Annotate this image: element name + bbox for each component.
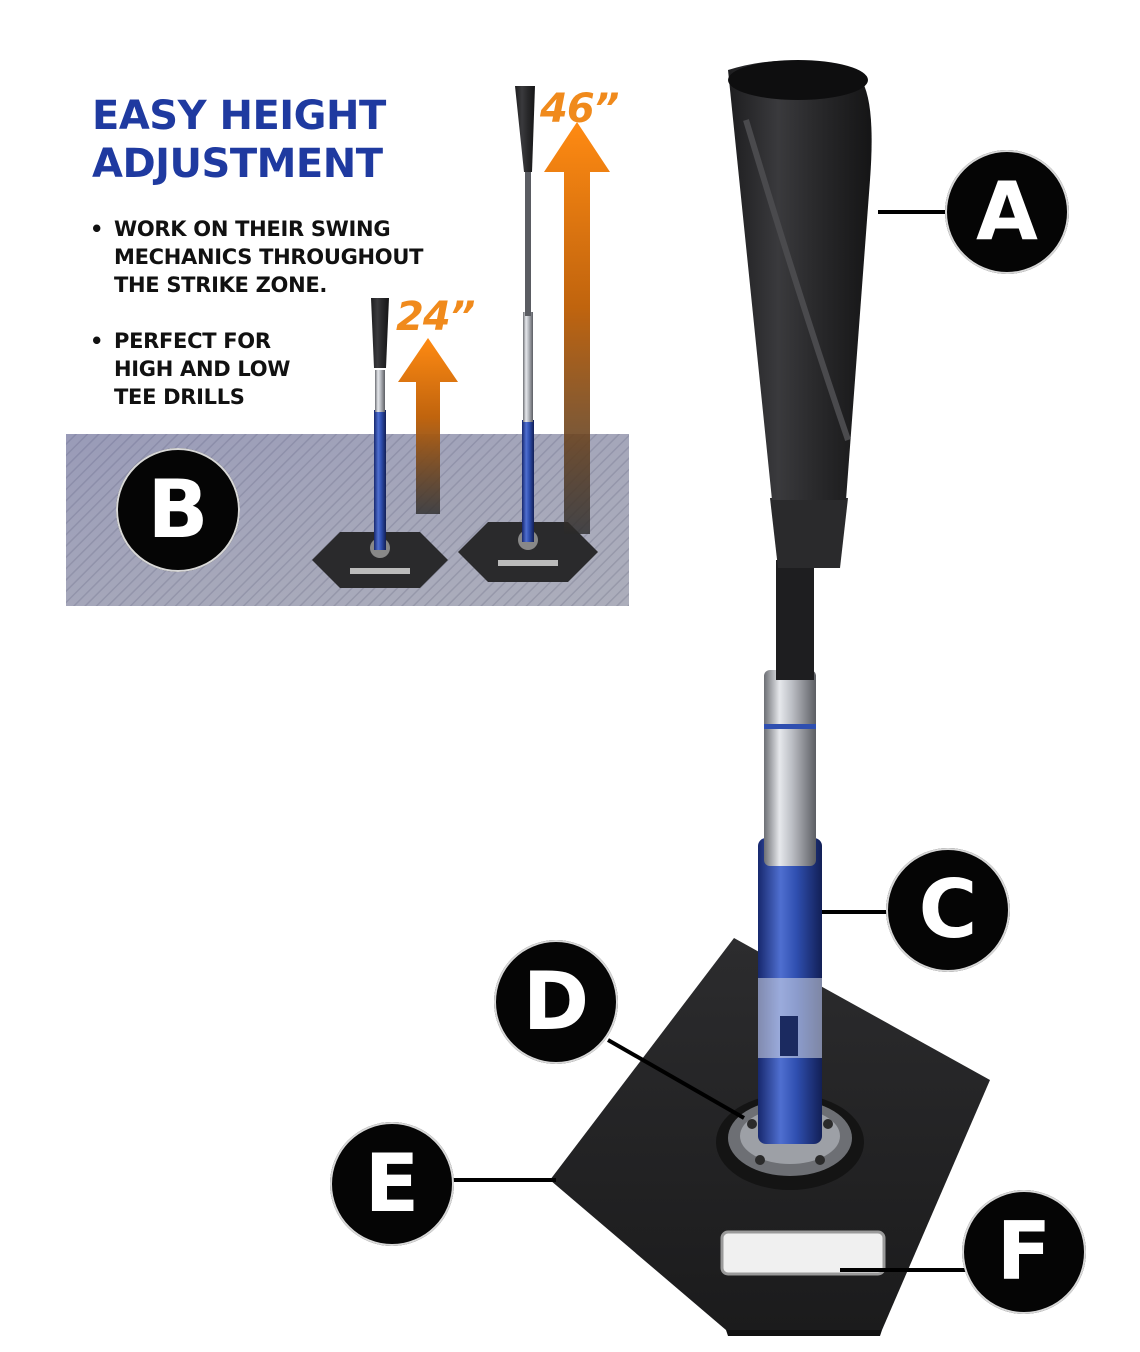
feature-line: WORK ON THEIR SWING (114, 217, 391, 241)
small-tee-illustration (312, 298, 448, 588)
callout-lines (452, 210, 972, 1272)
feature-list: WORK ON THEIR SWING MECHANICS THROUGHOUT… (90, 215, 470, 299)
feature-item: WORK ON THEIR SWING MECHANICS THROUGHOUT… (90, 215, 470, 299)
title-line: ADJUSTMENT (92, 141, 383, 187)
callout-letter: B (147, 463, 209, 556)
up-arrow-icon (544, 122, 610, 534)
callout-badge-d: D (494, 940, 618, 1064)
tall-tee-illustration (458, 86, 598, 582)
feature-item: PERFECT FOR HIGH AND LOW TEE DRILLS (90, 327, 350, 411)
callout-badge-f: F (962, 1190, 1086, 1314)
height-label-low: 24” (396, 294, 475, 340)
feature-line: MECHANICS THROUGHOUT (114, 245, 424, 269)
feature-list: PERFECT FOR HIGH AND LOW TEE DRILLS (90, 327, 350, 411)
callout-letter: F (996, 1205, 1052, 1298)
callout-badge-b: B (116, 448, 240, 572)
callout-letter: A (976, 165, 1038, 258)
callout-badge-e: E (330, 1122, 454, 1246)
callout-badge-a: A (945, 150, 1069, 274)
callout-badge-c: C (886, 848, 1010, 972)
main-tee-illustration (550, 60, 990, 1336)
feature-line: HIGH AND LOW (114, 357, 291, 381)
callout-letter: D (522, 955, 590, 1048)
callout-letter: E (364, 1137, 420, 1230)
title-line: EASY HEIGHT (92, 93, 386, 139)
callout-letter: C (918, 863, 978, 956)
feature-line: PERFECT FOR (114, 329, 271, 353)
page-title: EASY HEIGHT ADJUSTMENT (92, 92, 386, 188)
feature-line: TEE DRILLS (114, 385, 245, 409)
feature-line: THE STRIKE ZONE. (114, 273, 328, 297)
height-label-high: 46” (540, 86, 619, 132)
up-arrow-icon (398, 338, 458, 514)
